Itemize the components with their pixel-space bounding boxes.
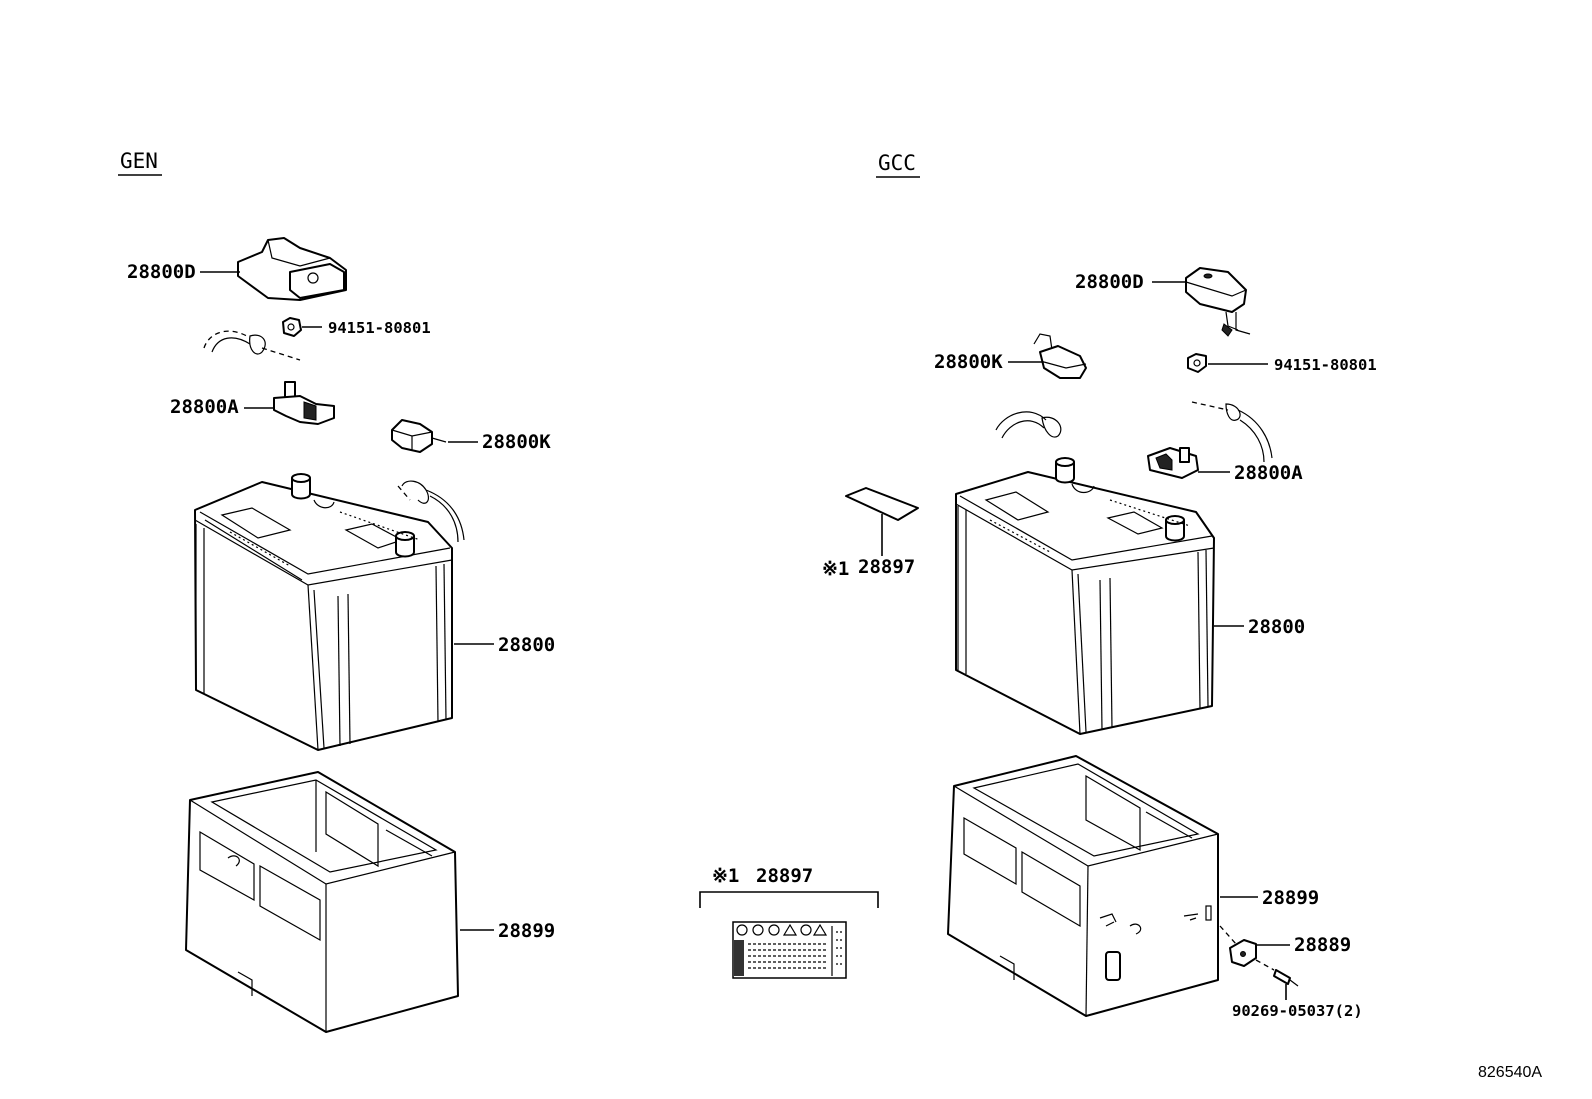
left-nut-94151-80801[interactable] [282, 317, 302, 337]
right-terminal-clamp-28800A[interactable] [1147, 447, 1199, 479]
label-left-94151[interactable]: 94151-80801 [328, 319, 431, 337]
label-left-28800[interactable]: 28800 [498, 634, 555, 656]
label-right-28800D[interactable]: 28800D [1075, 271, 1144, 293]
label-right-28897-mark: ※1 [822, 558, 849, 580]
left-battery-28800[interactable] [194, 473, 453, 751]
label-left-28899[interactable]: 28899 [498, 920, 555, 942]
left-battery-tray-28899[interactable] [185, 771, 459, 1033]
label-right-90269[interactable]: 90269-05037(2) [1232, 1002, 1363, 1020]
label-right-28800[interactable]: 28800 [1248, 616, 1305, 638]
label-left-28800K[interactable]: 28800K [482, 431, 551, 453]
right-cables [995, 401, 1273, 463]
center-label-part[interactable]: 28897 [756, 865, 813, 887]
dash-28889 [1219, 925, 1237, 945]
left-terminal-cover-28800K[interactable] [391, 419, 447, 453]
right-terminal-cover-28800D[interactable] [1185, 267, 1251, 337]
left-terminal-cover-28800D[interactable] [237, 237, 347, 301]
center-label-bracket [699, 891, 879, 908]
label-right-28800A[interactable]: 28800A [1234, 462, 1303, 484]
label-left-28800D[interactable]: 28800D [127, 261, 196, 283]
left-positive-cable [397, 480, 465, 543]
left-terminal-clamp-28800A[interactable] [273, 381, 335, 425]
label-right-94151[interactable]: 94151-80801 [1274, 356, 1377, 374]
illustration-code: 826540A [1478, 1064, 1542, 1081]
label-right-28800K[interactable]: 28800K [934, 351, 1003, 373]
right-terminal-cover-28800K[interactable] [1033, 333, 1087, 379]
label-right-28889[interactable]: 28889 [1294, 934, 1351, 956]
caution-label-28897[interactable] [732, 921, 847, 979]
section-title-gcc: GCC [878, 151, 916, 175]
right-battery-tray-28899[interactable] [947, 755, 1219, 1017]
right-battery-28800[interactable] [955, 457, 1215, 735]
right-caution-label-28897[interactable] [845, 487, 919, 521]
section-title-gen: GEN [120, 149, 158, 173]
label-right-28897[interactable]: 28897 [858, 556, 915, 578]
label-left-28800A[interactable]: 28800A [170, 396, 239, 418]
right-screw-90269-05037[interactable] [1255, 959, 1299, 987]
right-bracket-28889[interactable] [1229, 939, 1257, 967]
right-nut-94151-80801[interactable] [1187, 353, 1207, 373]
center-label-mark: ※1 [712, 865, 739, 887]
left-negative-cable [203, 330, 301, 361]
label-right-28899[interactable]: 28899 [1262, 887, 1319, 909]
